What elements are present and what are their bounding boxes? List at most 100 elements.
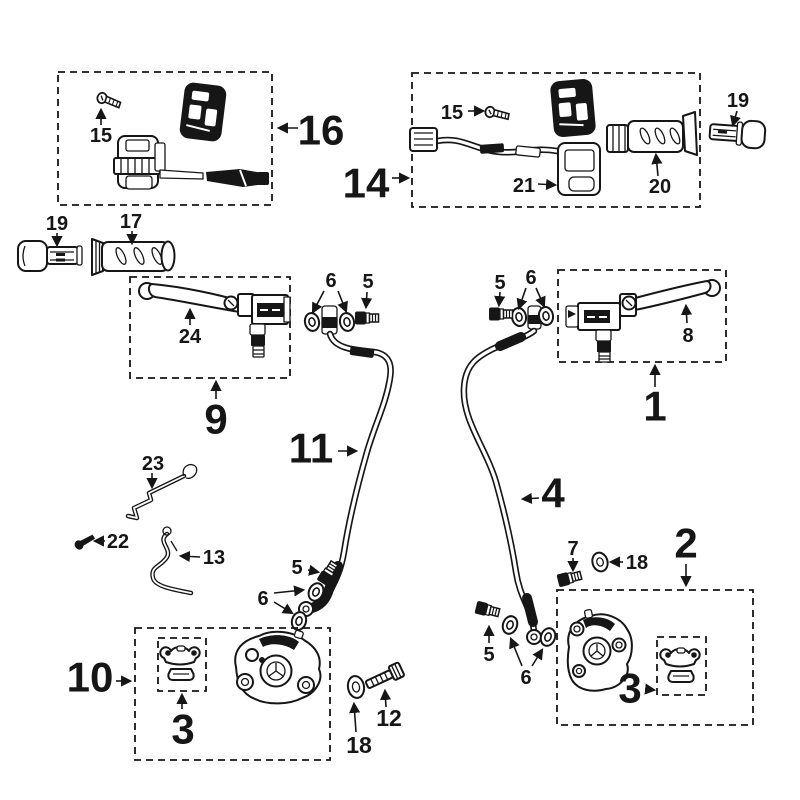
arrow-5r: [494, 291, 506, 308]
callout-18b: 18: [626, 552, 648, 574]
brake-hose-11: [298, 305, 394, 617]
arrow-6m1: [311, 290, 325, 314]
banjo-bolt-icon: [354, 310, 380, 326]
callout-19b: 19: [727, 90, 749, 112]
arrow-5m: [361, 291, 373, 310]
brake-hose-4: [460, 305, 542, 645]
arrow-4: [520, 492, 540, 505]
group-1-master-cylinder-right: 8 1: [557, 269, 727, 430]
arrow-13: [178, 550, 201, 563]
switch-housing-icon: [548, 77, 598, 139]
group-14-switch-assembly: 15 21 20 14: [343, 72, 701, 208]
callout-14: 14: [343, 160, 390, 207]
callout-15a: 15: [90, 125, 112, 147]
caliper-bolt-icon: [364, 661, 405, 689]
bar-end-weight-left: [17, 240, 83, 272]
screw-icon-15a: [95, 90, 123, 110]
arrow-21: [537, 178, 558, 191]
brake-lever-master-cylinder-icon: [138, 282, 291, 358]
group-16-switch-assembly: 15 16: [57, 71, 345, 206]
callout-9: 9: [204, 396, 227, 443]
callout-5m: 5: [362, 271, 373, 293]
callout-22: 22: [107, 531, 129, 553]
callout-19a: 19: [46, 213, 68, 235]
sealing-washer-icon: [337, 310, 357, 334]
hose-guide-wire-icon: [150, 526, 194, 596]
callout-11: 11: [289, 425, 333, 472]
callout-1: 1: [643, 383, 666, 430]
callout-20: 20: [649, 176, 671, 198]
arrow-19b: [730, 110, 741, 128]
group-box-3a: [157, 637, 207, 692]
group-2-caliper-rear: 2 3: [556, 520, 754, 726]
sealing-washer-icon: [302, 310, 322, 334]
callout-6r: 6: [525, 267, 536, 289]
group-10-caliper-front: 10 3: [67, 627, 331, 761]
callout-8: 8: [682, 325, 693, 347]
brake-lever-master-cylinder-icon: [565, 279, 721, 363]
callout-7: 7: [567, 538, 578, 560]
callout-13: 13: [203, 547, 225, 569]
hose-clamp-bracket-icon: [125, 463, 198, 521]
flat-washer-icon: [346, 675, 366, 699]
callout-21: 21: [513, 175, 535, 197]
callout-18a: 18: [346, 732, 372, 758]
callout-6m: 6: [325, 270, 336, 292]
callout-3b: 3: [618, 665, 641, 712]
callout-15b: 15: [441, 102, 463, 124]
screw-icon-15b: [483, 105, 511, 122]
arrow-6b1b: [273, 601, 294, 615]
callout-2: 2: [674, 520, 697, 567]
handlebar-grip-icon: [91, 238, 176, 276]
callout-17: 17: [120, 211, 142, 233]
brake-caliper-icon: [234, 629, 322, 705]
callout-5b1: 5: [291, 557, 302, 579]
callout-4: 4: [541, 470, 565, 517]
bar-end-weight-right: [708, 119, 767, 150]
callout-6b1: 6: [257, 588, 268, 610]
arrow-3b: [644, 683, 657, 695]
callout-5r: 5: [494, 272, 505, 294]
sealing-washer-icon: [537, 625, 559, 649]
switch-wiring-icon: [409, 127, 561, 158]
brake-pads-icon: [659, 647, 701, 683]
callout-24: 24: [179, 326, 202, 348]
brake-caliper-icon: [566, 608, 633, 692]
arrow-6r1: [516, 287, 528, 311]
banjo-bolt-icon: [488, 306, 514, 322]
sealing-washer-icon: [499, 613, 521, 637]
callout-3a: 3: [171, 706, 194, 753]
arrow-18a: [349, 701, 361, 733]
group-box-1: [557, 269, 727, 363]
brake-pads-icon: [159, 645, 201, 681]
arrow-6b2a: [509, 636, 523, 667]
arrow-20: [651, 152, 663, 177]
throttle-grip-icon: [606, 111, 698, 156]
arrow-5b1: [307, 564, 321, 576]
arrow-12: [379, 688, 392, 708]
group-box-2: [556, 589, 754, 726]
banjo-bolt-icon: [473, 599, 502, 620]
arrow-6b2b: [531, 648, 544, 667]
callout-16: 16: [298, 107, 345, 154]
callout-12: 12: [376, 705, 402, 731]
callout-6b2: 6: [520, 667, 531, 689]
switch-housing-icon: [177, 80, 229, 144]
group-box-16: [57, 71, 273, 206]
group-box-10: [134, 627, 331, 761]
group-box-3b: [656, 636, 707, 696]
arrow-8: [680, 303, 693, 324]
callout-23: 23: [142, 453, 164, 475]
brake-switch-unit-icon: [557, 142, 601, 196]
group-box-9: [129, 276, 291, 379]
group-9-master-cylinder-left: 24 9: [129, 276, 291, 443]
banjo-bolt-icon: [555, 568, 584, 589]
callout-10: 10: [67, 654, 114, 701]
group-box-14: [411, 72, 701, 208]
callout-5b2: 5: [483, 644, 494, 666]
flat-washer-icon: [591, 551, 609, 573]
arrow-6b1a: [273, 585, 306, 597]
small-screw-icon: [74, 534, 96, 550]
